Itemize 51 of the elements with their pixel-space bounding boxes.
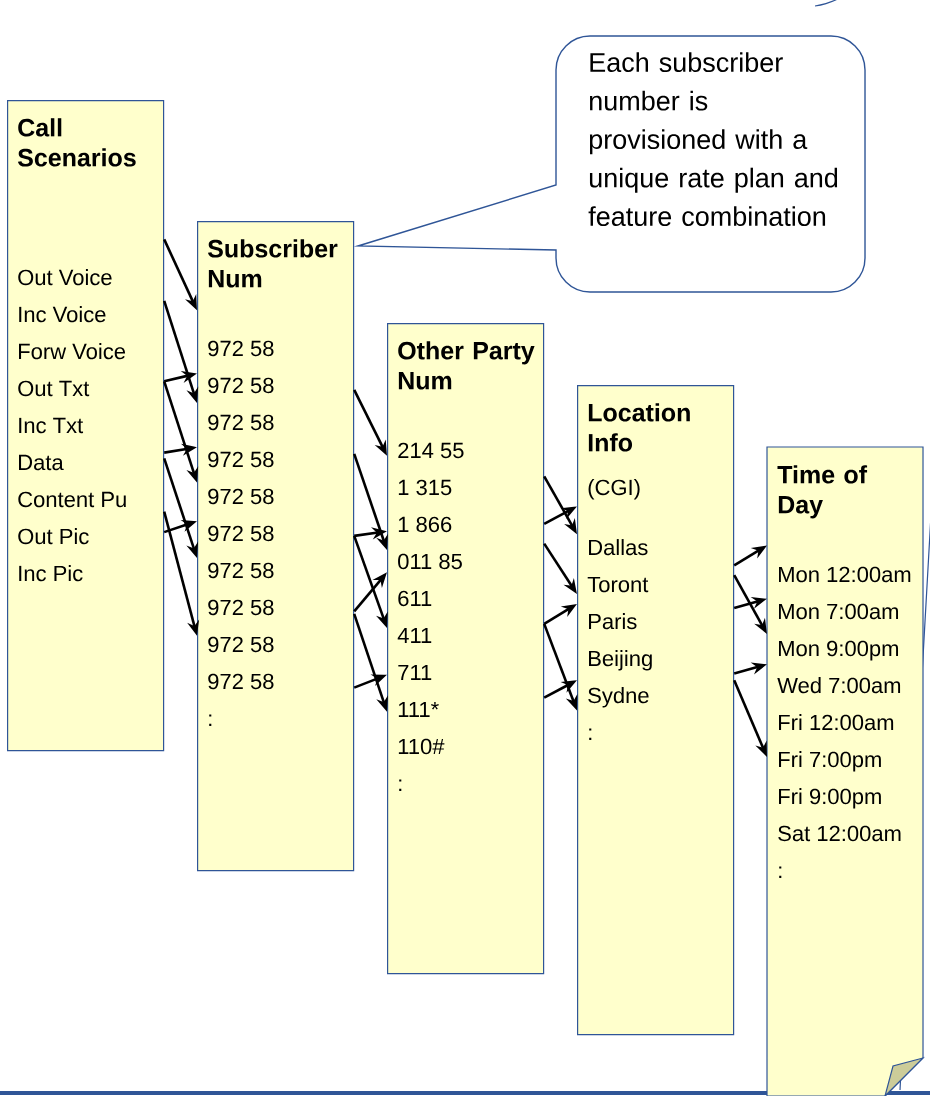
list-item: Out Pic xyxy=(18,528,89,545)
list-item: 972 58 xyxy=(208,451,274,468)
list-item: 972 58 xyxy=(208,414,274,431)
list-item: Mon 12:00am xyxy=(779,566,911,583)
list-item: : xyxy=(589,728,592,740)
list-item: : xyxy=(399,779,402,791)
list-item: Out Txt xyxy=(18,380,90,397)
list-item: Inc Voice xyxy=(19,306,106,323)
list-item: Fri 12:00am xyxy=(779,714,894,731)
list-item: Sydne xyxy=(588,687,649,708)
list-item: 972 58 xyxy=(208,673,274,690)
list-item: Paris xyxy=(589,613,637,630)
list-item: Content Pu xyxy=(18,491,126,508)
list-item: Forw Voice xyxy=(19,343,126,360)
list-item: 1 315 xyxy=(398,479,452,496)
list-item: Out Voice xyxy=(18,269,112,286)
list-item: Fri 9:00pm xyxy=(779,788,881,809)
card-heading: Location Info xyxy=(588,403,690,452)
card-heading: Subscriber Num xyxy=(207,239,338,288)
list-item: Fri 7:00pm xyxy=(779,751,881,772)
list-item: 972 58 xyxy=(208,562,274,579)
list-item: : xyxy=(779,866,782,878)
list-item: Sat 12:00am xyxy=(778,825,901,842)
list-item: 1 866 xyxy=(398,516,452,533)
list-item: Mon 7:00am xyxy=(779,603,898,620)
card-heading: Time of Day xyxy=(777,465,868,519)
list-item: 611 xyxy=(398,590,432,607)
list-item: 972 58 xyxy=(208,525,274,542)
list-item: 411 xyxy=(397,627,432,643)
list-item: 110# xyxy=(398,738,445,755)
list-item: 972 58 xyxy=(208,599,274,616)
list-item: 972 58 xyxy=(208,340,274,357)
list-item: 711 xyxy=(398,664,432,680)
list-item: : xyxy=(209,714,212,726)
list-item: Mon 9:00pm xyxy=(779,640,898,661)
list-item: 972 58 xyxy=(208,488,274,505)
list-item: 214 55 xyxy=(398,442,464,459)
list-item: 011 85 xyxy=(398,553,462,570)
list-item: 972 58 xyxy=(208,377,274,394)
list-item: Inc Txt xyxy=(19,417,84,434)
list-item: Data xyxy=(19,454,64,471)
list-item: Inc Pic xyxy=(19,565,83,582)
list-item: Wed 7:00am xyxy=(777,677,901,694)
list-item: Toront xyxy=(587,576,649,593)
list-item: Dallas xyxy=(589,539,648,556)
list-item: 111* xyxy=(398,701,439,717)
list-item: 972 58 xyxy=(208,636,274,653)
card-heading: Other Party Num xyxy=(398,341,535,390)
card-heading: Call Scenarios xyxy=(17,118,136,167)
list-item: Beijing xyxy=(589,650,652,671)
list-item: (CGI) xyxy=(588,479,640,500)
